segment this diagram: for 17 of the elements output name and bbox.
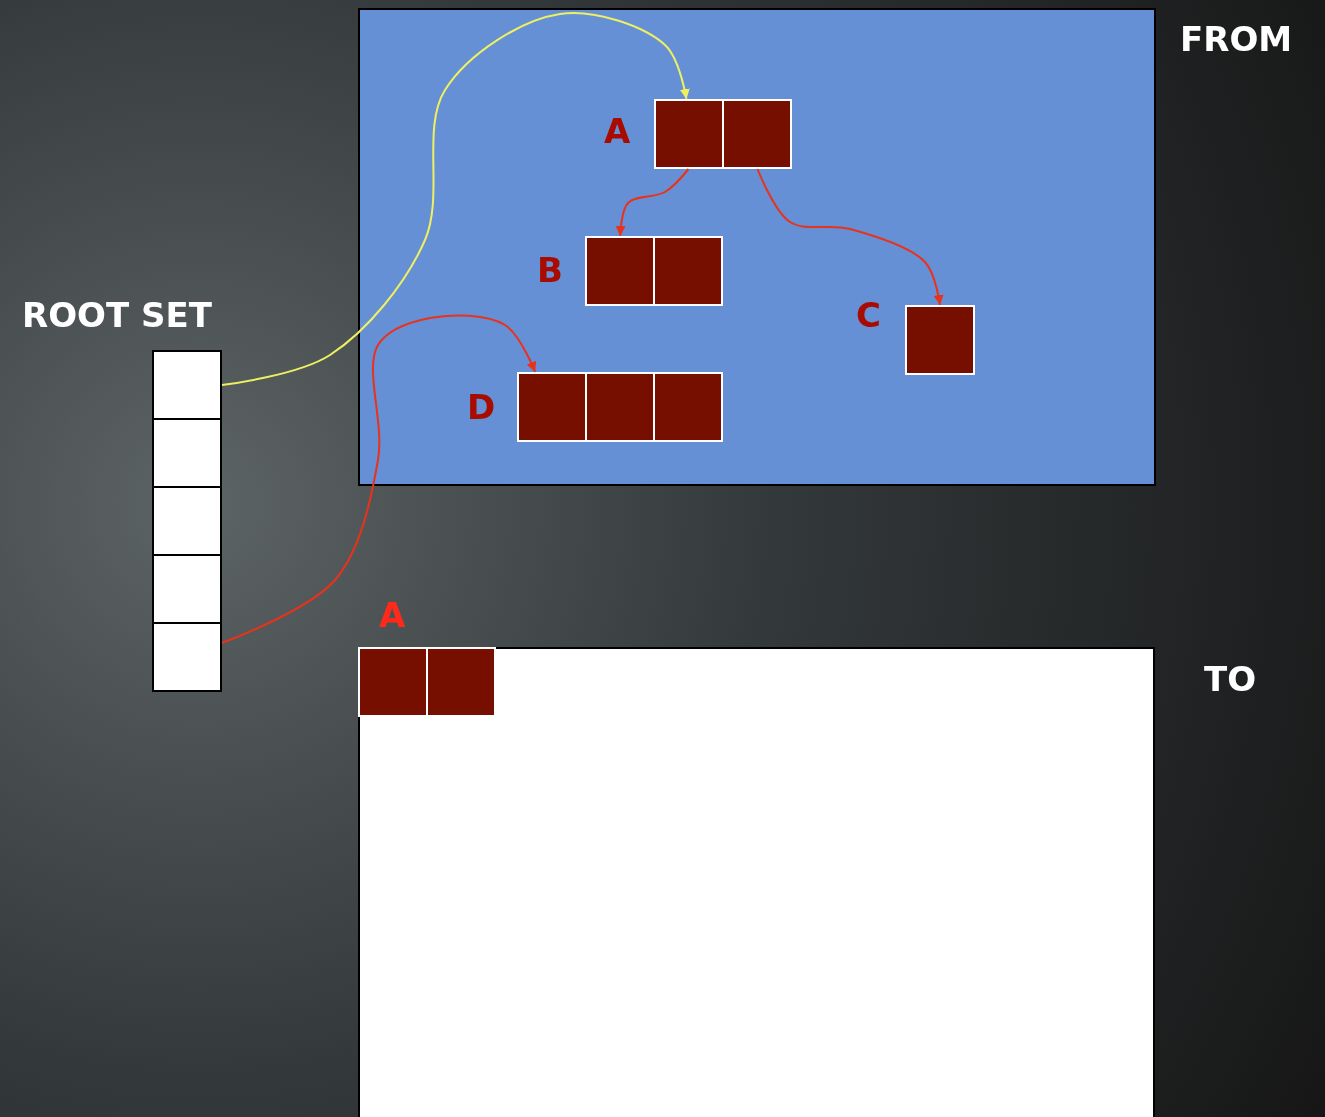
pointer-arrow	[756, 168, 944, 306]
root-slot	[152, 622, 222, 692]
pointer-arrow	[615, 168, 690, 237]
region-label: TO	[1204, 662, 1257, 696]
pointer-arrow	[221, 314, 537, 644]
root-slot	[152, 554, 222, 624]
object-label: A	[379, 598, 406, 632]
region-label: FROM	[1180, 22, 1293, 56]
object-label: D	[467, 390, 496, 424]
object-label: A	[604, 114, 631, 148]
pointer-arrow	[221, 12, 690, 386]
root-slot	[152, 418, 222, 488]
object-label: C	[856, 298, 881, 332]
root-slot	[152, 486, 222, 556]
root-slot	[152, 350, 222, 420]
root-set-label: ROOT SET	[22, 298, 212, 332]
object-label: B	[537, 253, 563, 287]
